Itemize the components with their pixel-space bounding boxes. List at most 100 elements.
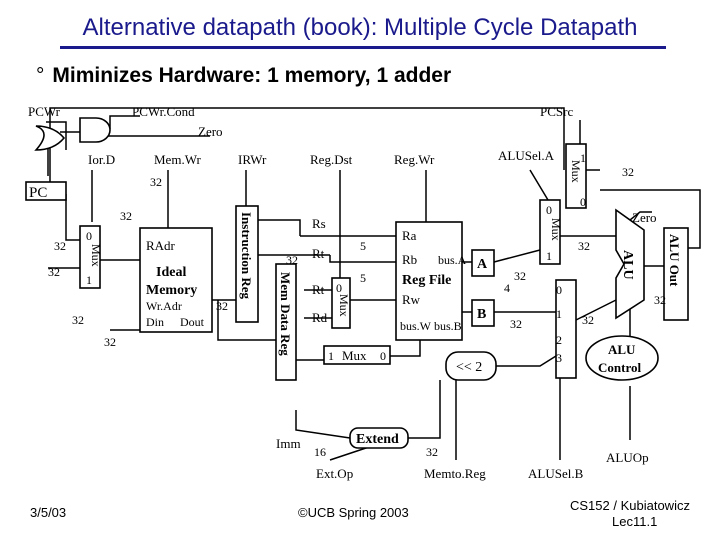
ctrl-extop: Ext.Op bbox=[316, 466, 353, 481]
aluselb-mux-in3: 3 bbox=[556, 351, 562, 365]
memtoreg-mux-in0: 0 bbox=[380, 349, 386, 363]
instruction-register bbox=[235, 205, 259, 323]
footer-date: 3/5/03 bbox=[30, 505, 67, 520]
ctrl-pcwr: PCWr bbox=[28, 104, 61, 119]
pcsrc-mux-label: Mux bbox=[569, 160, 583, 183]
ctrl-regwr: Reg.Wr bbox=[394, 152, 435, 167]
footer-course: CS152 / Kubiatowicz bbox=[570, 498, 690, 513]
register-b-label: B bbox=[477, 307, 486, 322]
address-mux bbox=[79, 225, 101, 289]
alu-zero-label: Zero bbox=[632, 210, 657, 225]
wire-a-mux bbox=[493, 249, 541, 263]
memory-data-register bbox=[275, 263, 297, 381]
ideal-memory bbox=[139, 227, 213, 333]
ctrl-irwr: IRWr bbox=[238, 152, 267, 167]
aluselb-mux-in2: 2 bbox=[556, 333, 562, 347]
ctrl-pcsrc: PCSrc bbox=[540, 104, 573, 119]
and-gate bbox=[79, 117, 111, 143]
register-a bbox=[471, 249, 495, 277]
width-pcsrc-32: 32 bbox=[622, 165, 634, 179]
register-a-label: A bbox=[477, 257, 488, 272]
shift-left-label: << 2 bbox=[456, 360, 482, 375]
width-busb-32: 32 bbox=[510, 317, 522, 331]
regfile-rw: Rw bbox=[402, 292, 421, 307]
width-pc-32: 32 bbox=[150, 175, 162, 189]
memory-title-1: Ideal bbox=[156, 265, 186, 280]
alu-control bbox=[585, 335, 659, 381]
field-rs: Rs bbox=[312, 216, 326, 231]
width-aluout-32: 32 bbox=[654, 293, 666, 307]
imm-label: Imm bbox=[276, 436, 301, 451]
wire-extend-out bbox=[408, 380, 441, 439]
alu-shape bbox=[615, 208, 645, 320]
wire-rt-rb bbox=[329, 255, 396, 263]
ctrl-zero: Zero bbox=[198, 124, 223, 139]
address-mux-label: Mux bbox=[89, 244, 103, 267]
memory-data-register-label: Mem Data Reg bbox=[278, 272, 293, 356]
pcsrc-mux bbox=[565, 143, 587, 209]
regfile-rb: Rb bbox=[402, 252, 417, 267]
memtoreg-mux bbox=[323, 345, 391, 365]
ctrl-regdst: Reg.Dst bbox=[310, 152, 353, 167]
width-left-32b: 32 bbox=[48, 265, 60, 279]
wire-pcwr bbox=[46, 121, 67, 150]
regdst-mux bbox=[331, 277, 351, 329]
memory-radr: RAdr bbox=[146, 238, 176, 253]
memtoreg-mux-in1: 1 bbox=[328, 349, 334, 363]
width-left-32c: 32 bbox=[72, 313, 84, 327]
width-left-32a: 32 bbox=[54, 239, 66, 253]
width-pcmux-32: 32 bbox=[120, 209, 132, 223]
regdst-mux-label: Mux bbox=[337, 294, 351, 317]
ctrl-pcwrcond: PCWr.Cond bbox=[132, 104, 195, 119]
regfile-busw: bus.W bbox=[400, 319, 432, 333]
wire-pc-mux bbox=[65, 194, 80, 241]
alu-control-label-2: Control bbox=[598, 360, 641, 375]
width-rs-5: 5 bbox=[360, 239, 366, 253]
or-gate bbox=[34, 125, 66, 151]
regdst-mux-in0: 0 bbox=[336, 281, 342, 295]
pc-label: PC bbox=[29, 185, 47, 201]
bullet-text: Miminizes Hardware: 1 memory, 1 adder bbox=[52, 64, 452, 87]
wire-alusela bbox=[529, 169, 549, 201]
wire-ir-rs bbox=[258, 219, 301, 236]
aluselb-mux-in0: 0 bbox=[556, 283, 562, 297]
ctrl-iord: Ior.D bbox=[88, 152, 115, 167]
width-mem-32: 32 bbox=[216, 299, 228, 313]
bullet-point: ° Miminizes Hardware: 1 memory, 1 adder bbox=[36, 64, 451, 88]
instruction-register-label: Instruction Reg bbox=[239, 212, 254, 300]
pcsrc-mux-in0: 0 bbox=[580, 195, 586, 209]
alu-out-label: ALU Out bbox=[667, 234, 682, 287]
wire-imm bbox=[295, 410, 351, 439]
pc-register bbox=[25, 181, 67, 201]
regfile-busa: bus.A bbox=[438, 253, 467, 267]
width-ir-32: 32 bbox=[286, 253, 298, 267]
pcsrc-mux-in1: 1 bbox=[580, 151, 586, 165]
width-muxa-32: 32 bbox=[578, 239, 590, 253]
field-rt: Rt bbox=[312, 246, 325, 261]
footer-copyright: ©UCB Spring 2003 bbox=[298, 505, 409, 520]
wire-muxb-alu bbox=[575, 299, 617, 321]
wire-alu-zero bbox=[629, 211, 652, 221]
alusela-mux bbox=[539, 199, 561, 265]
field-rd: Rd bbox=[312, 310, 328, 325]
regfile-ra: Ra bbox=[402, 228, 417, 243]
ctrl-aluop: ALUOp bbox=[606, 450, 649, 465]
wire-mem-mdr bbox=[217, 300, 276, 341]
wire-mux-busw bbox=[390, 340, 421, 357]
register-b bbox=[471, 299, 495, 327]
footer-lecture: Lec11.1 bbox=[612, 514, 658, 529]
address-mux-in1: 1 bbox=[86, 273, 92, 287]
width-busa-4: 4 bbox=[504, 281, 510, 295]
alu-out-register bbox=[663, 227, 689, 321]
width-left-32d: 32 bbox=[104, 335, 116, 349]
aluselb-mux-in1: 1 bbox=[556, 307, 562, 321]
title-underline bbox=[60, 46, 666, 49]
alu-label: ALU bbox=[620, 250, 635, 280]
bullet-marker: ° bbox=[36, 64, 45, 87]
memory-title-2: Memory bbox=[146, 283, 197, 298]
alusela-mux-in1: 1 bbox=[546, 249, 552, 263]
alu-control-label-1: ALU bbox=[608, 342, 636, 357]
alusela-mux-in0: 0 bbox=[546, 203, 552, 217]
